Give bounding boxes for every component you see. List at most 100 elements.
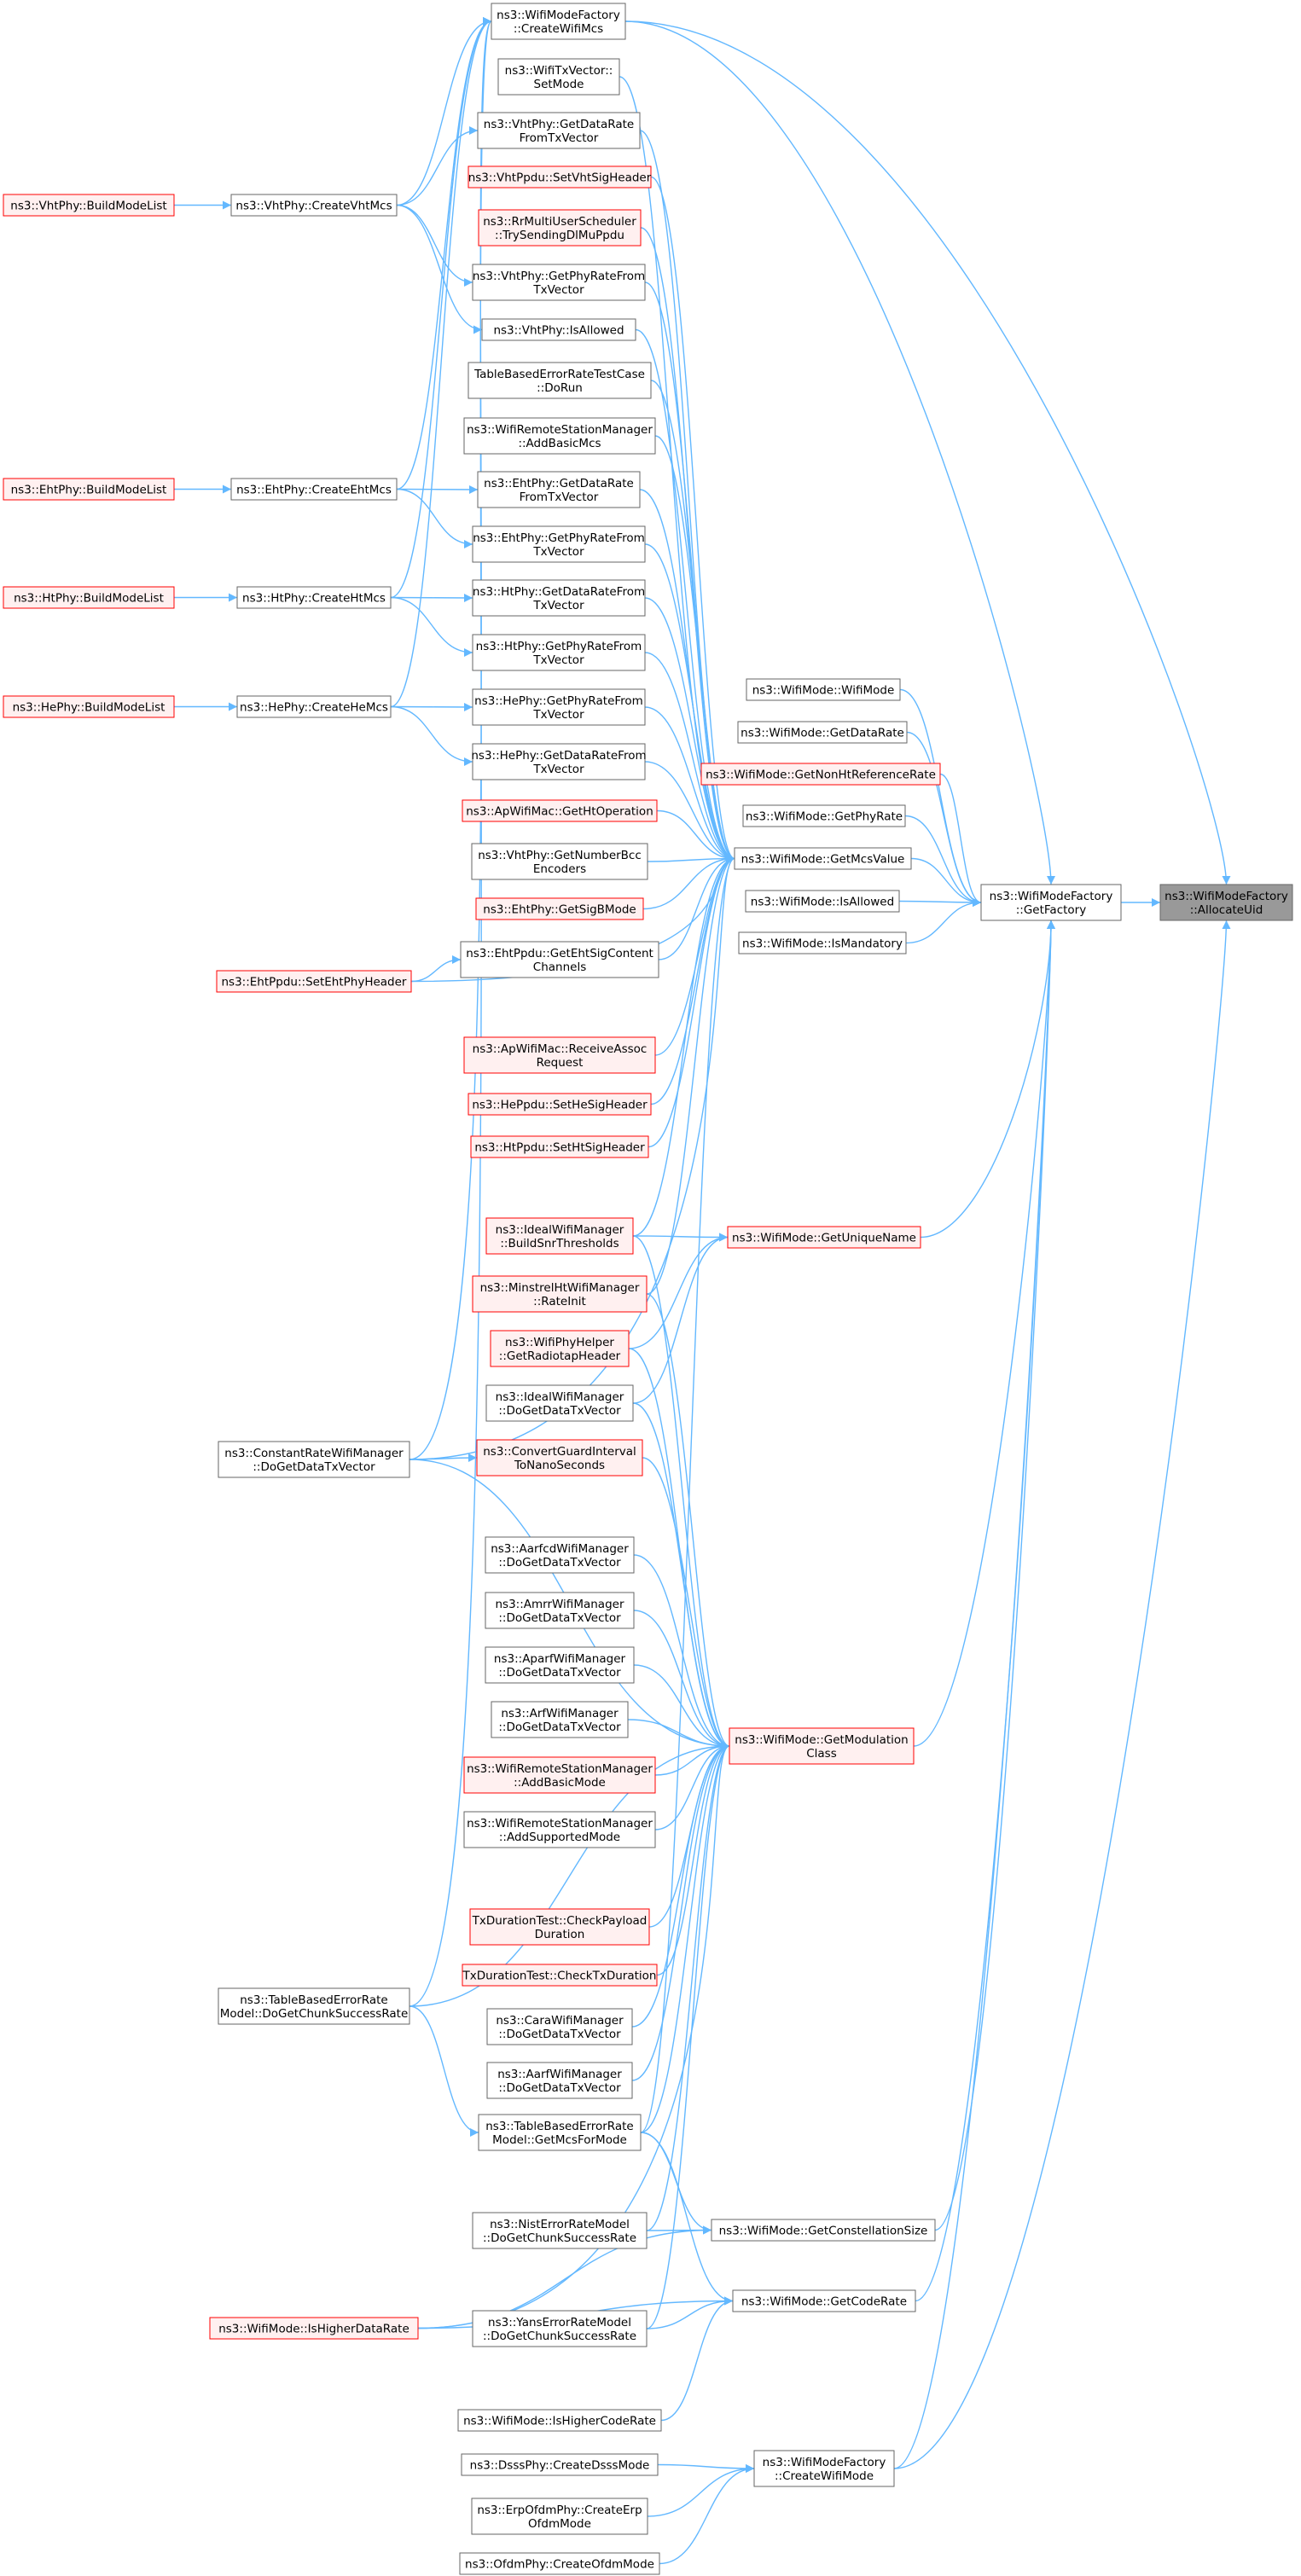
node-vhtbuild[interactable]: ns3::VhtPhy::BuildModeList — [3, 194, 175, 217]
node-dsss[interactable]: ns3::DsssPhy::CreateDsssMode — [461, 2453, 659, 2476]
node-box[interactable] — [209, 2317, 419, 2340]
node-box[interactable] — [477, 471, 641, 508]
node-getconst[interactable]: ns3::WifiMode::GetConstellationSize — [711, 2219, 936, 2242]
node-rrmu[interactable]: ns3::RrMultiUserScheduler::TrySendingDlM… — [478, 209, 642, 247]
node-box[interactable] — [485, 1646, 635, 1684]
node-ishigherdata[interactable]: ns3::WifiMode::IsHigherDataRate — [209, 2317, 419, 2340]
node-box[interactable] — [463, 1756, 656, 1794]
node-box[interactable] — [3, 478, 175, 501]
node-box[interactable] — [460, 941, 659, 978]
node-tablebasedtest[interactable]: TableBasedErrorRateTestCase::DoRun — [468, 362, 652, 399]
node-box[interactable] — [734, 847, 912, 870]
node-aarfcd[interactable]: ns3::AarfcdWifiManager::DoGetDataTxVecto… — [485, 1536, 635, 1574]
node-rsmaddbasicmode[interactable]: ns3::WifiRemoteStationManager::AddBasicM… — [463, 1756, 656, 1794]
node-box[interactable] — [3, 586, 175, 609]
node-box[interactable] — [468, 165, 652, 189]
node-radiotap[interactable]: ns3::WifiPhyHelper::GetRadiotapHeader — [490, 1330, 630, 1367]
node-ehtbuild[interactable]: ns3::EhtPhy::BuildModeList — [3, 478, 175, 501]
node-box[interactable] — [700, 763, 941, 786]
node-ehtgetsigb[interactable]: ns3::EhtPhy::GetSigBMode — [475, 897, 644, 920]
node-getmcsvalue[interactable]: ns3::WifiMode::GetMcsValue — [734, 847, 912, 870]
node-box[interactable] — [472, 2212, 648, 2249]
node-box[interactable] — [462, 799, 658, 822]
node-amrr[interactable]: ns3::AmrrWifiManager::DoGetDataTxVector — [485, 1592, 635, 1629]
node-box[interactable] — [3, 695, 175, 718]
node-getuniquename[interactable]: ns3::WifiMode::GetUniqueName — [727, 1226, 921, 1249]
node-heppdusetsig[interactable]: ns3::HePpdu::SetHeSigHeader — [468, 1093, 652, 1116]
node-box[interactable] — [230, 478, 398, 501]
node-box[interactable] — [457, 2409, 662, 2432]
node-yans[interactable]: ns3::YansErrorRateModel::DoGetChunkSucce… — [472, 2310, 648, 2347]
node-box[interactable] — [463, 1036, 656, 1074]
node-box[interactable] — [485, 1536, 635, 1574]
node-box[interactable] — [753, 2450, 895, 2487]
node-box[interactable] — [486, 2062, 633, 2099]
node-getphyrate[interactable]: ns3::WifiMode::GetPhyRate — [742, 804, 906, 827]
node-getnonht[interactable]: ns3::WifiMode::GetNonHtReferenceRate — [700, 763, 941, 786]
node-htbuild[interactable]: ns3::HtPhy::BuildModeList — [3, 586, 175, 609]
node-box[interactable] — [468, 1093, 652, 1116]
node-box[interactable] — [470, 1135, 649, 1158]
node-box[interactable] — [471, 2498, 648, 2535]
node-box[interactable] — [738, 931, 907, 954]
node-box[interactable] — [462, 1964, 658, 1987]
node-box[interactable] — [472, 634, 646, 671]
node-box[interactable] — [491, 1701, 629, 1738]
node-box[interactable] — [472, 688, 646, 726]
node-box[interactable] — [486, 2008, 633, 2045]
node-htcreatemcs[interactable]: ns3::HtPhy::CreateHtMcs — [236, 586, 392, 609]
node-box[interactable] — [3, 194, 175, 217]
node-box[interactable] — [490, 1330, 630, 1367]
node-box[interactable] — [1159, 884, 1293, 921]
node-txchecktx[interactable]: TxDurationTest::CheckTxDuration — [462, 1964, 658, 1987]
node-box[interactable] — [485, 1592, 635, 1629]
node-constrate[interactable]: ns3::ConstantRateWifiManager::DoGetDataT… — [218, 1441, 410, 1478]
node-box[interactable] — [477, 112, 641, 149]
node-aarf[interactable]: ns3::AarfWifiManager::DoGetDataTxVector — [486, 2062, 633, 2099]
node-box[interactable] — [218, 1441, 410, 1478]
node-getcoderate[interactable]: ns3::WifiMode::GetCodeRate — [732, 2289, 916, 2312]
node-box[interactable] — [476, 1439, 643, 1477]
node-box[interactable] — [472, 1275, 648, 1313]
node-box[interactable] — [469, 1908, 650, 1946]
node-tablegetmcs[interactable]: ns3::TableBasedErrorRateModel::GetMcsFor… — [478, 2114, 642, 2151]
node-nist[interactable]: ns3::NistErrorRateModel::DoGetChunkSucce… — [472, 2212, 648, 2249]
node-box[interactable] — [236, 695, 392, 718]
node-idealbuildsnr[interactable]: ns3::IdealWifiManager::BuildSnrThreshold… — [485, 1217, 634, 1255]
node-box[interactable] — [471, 843, 648, 880]
node-box[interactable] — [727, 1226, 921, 1249]
node-vhtppdusetsig[interactable]: ns3::VhtPpdu::SetVhtSigHeader — [468, 165, 652, 189]
node-vhtcreatemcs[interactable]: ns3::VhtPhy::CreateVhtMcs — [230, 194, 398, 217]
node-getdatarate[interactable]: ns3::WifiMode::GetDataRate — [737, 721, 908, 744]
node-aparf[interactable]: ns3::AparfWifiManager::DoGetDataTxVector — [485, 1646, 635, 1684]
node-box[interactable] — [481, 318, 636, 341]
node-box[interactable] — [475, 897, 644, 920]
node-box[interactable] — [236, 586, 392, 609]
node-tablechunk[interactable]: ns3::TableBasedErrorRateModel::DoGetChun… — [218, 1987, 410, 2025]
node-rsmaddsupported[interactable]: ns3::WifiRemoteStationManager::AddSuppor… — [463, 1811, 656, 1848]
node-getfactory[interactable]: ns3::WifiModeFactory::GetFactory — [980, 884, 1122, 921]
node-box[interactable] — [737, 721, 908, 744]
node-box[interactable] — [461, 2453, 659, 2476]
node-txvecsetmode[interactable]: ns3::WifiTxVector::SetMode — [497, 58, 620, 96]
node-box[interactable] — [745, 890, 900, 913]
node-ofdm[interactable]: ns3::OfdmPhy::CreateOfdmMode — [459, 2552, 660, 2575]
node-htppdusetsig[interactable]: ns3::HtPpdu::SetHtSigHeader — [470, 1135, 649, 1158]
node-box[interactable] — [463, 1811, 656, 1848]
node-box[interactable] — [459, 2552, 660, 2575]
node-box[interactable] — [472, 743, 646, 780]
node-box[interactable] — [463, 417, 656, 455]
node-vhtisallowed[interactable]: ns3::VhtPhy::IsAllowed — [481, 318, 636, 341]
node-apgethtop[interactable]: ns3::ApWifiMac::GetHtOperation — [462, 799, 658, 822]
